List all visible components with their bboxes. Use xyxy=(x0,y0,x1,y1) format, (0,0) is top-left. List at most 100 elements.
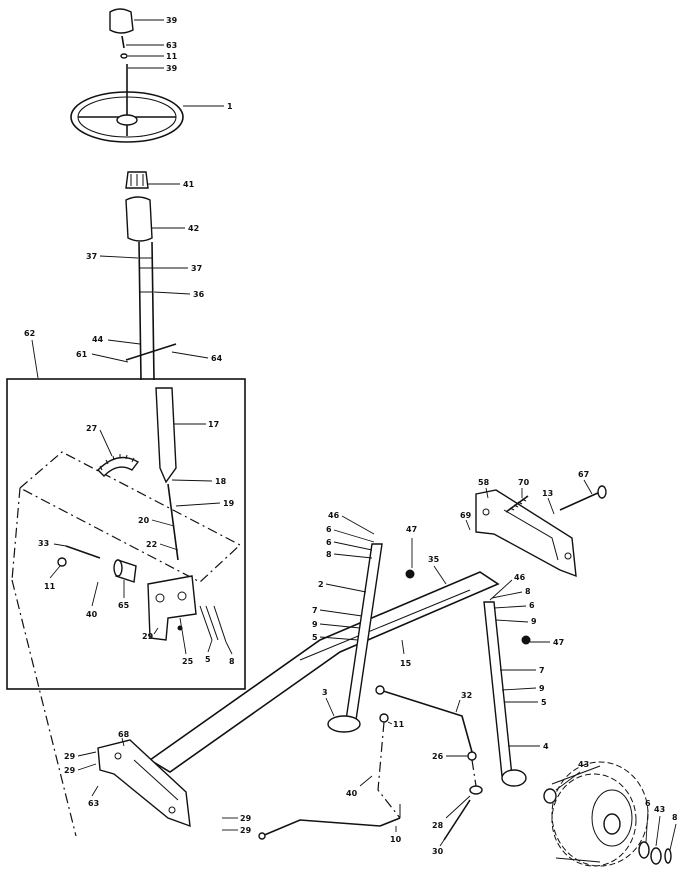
svg-text:9: 9 xyxy=(539,684,545,693)
tie-rod-10 xyxy=(258,713,401,840)
svg-text:43: 43 xyxy=(654,805,665,814)
callout-19: 19 xyxy=(175,499,235,508)
svg-text:43: 43 xyxy=(578,760,589,769)
svg-text:47: 47 xyxy=(406,525,417,534)
callout-9-right-b: 9 xyxy=(501,684,545,693)
wheel-washers xyxy=(543,788,672,865)
svg-text:11: 11 xyxy=(393,720,405,729)
svg-text:6: 6 xyxy=(326,538,332,547)
svg-text:68: 68 xyxy=(118,730,130,739)
callout-8-left: 8 xyxy=(326,550,373,559)
callout-18: 18 xyxy=(171,477,227,486)
svg-text:46: 46 xyxy=(514,573,526,582)
screw-63 xyxy=(121,35,125,49)
svg-text:29: 29 xyxy=(240,814,252,823)
callout-11-top: 11 xyxy=(128,52,178,61)
callout-17: 17 xyxy=(174,420,219,429)
svg-text:40: 40 xyxy=(86,610,98,619)
callout-40-inset: 40 xyxy=(86,581,99,619)
svg-text:3: 3 xyxy=(322,688,328,697)
svg-text:63: 63 xyxy=(88,799,99,808)
svg-text:30: 30 xyxy=(432,847,444,856)
steering-shaft xyxy=(125,241,177,381)
callout-26: 26 xyxy=(432,752,468,761)
callout-37-right: 37 xyxy=(153,264,202,273)
callout-29-left-a: 29 xyxy=(64,751,97,761)
steering-cap xyxy=(109,8,134,34)
svg-text:37: 37 xyxy=(86,252,97,261)
steering-adapter-41 xyxy=(125,171,149,189)
callout-8-right-a: 8 xyxy=(491,587,531,599)
svg-text:6: 6 xyxy=(645,799,651,808)
callout-9-right-a: 9 xyxy=(495,617,537,626)
leader-dash-inset xyxy=(11,579,77,837)
callout-39-top: 39 xyxy=(134,16,178,25)
callout-70: 70 xyxy=(518,478,530,498)
washer-11-top xyxy=(120,53,128,59)
callout-33: 33 xyxy=(38,539,67,548)
svg-text:36: 36 xyxy=(193,290,205,299)
pinion-shaft-17 xyxy=(155,387,179,561)
callout-37-left: 37 xyxy=(86,252,139,261)
svg-text:9: 9 xyxy=(312,620,318,629)
svg-text:7: 7 xyxy=(539,666,545,675)
callout-6-left-a: 6 xyxy=(326,525,375,543)
callout-43-top: 43 xyxy=(555,760,589,791)
callout-30: 30 xyxy=(432,839,445,856)
inset-frame xyxy=(6,378,246,690)
callout-7-right: 7 xyxy=(500,666,545,675)
svg-text:40: 40 xyxy=(346,789,358,798)
spindle-right xyxy=(483,601,531,787)
svg-text:26: 26 xyxy=(432,752,444,761)
callout-41: 41 xyxy=(148,180,195,189)
callout-5-inset: 5 xyxy=(205,639,213,664)
callout-3: 3 xyxy=(322,688,335,717)
svg-text:11: 11 xyxy=(44,582,56,591)
callout-8-inset: 8 xyxy=(225,641,235,666)
spacer-65 xyxy=(113,559,137,583)
svg-text:33: 33 xyxy=(38,539,49,548)
svg-text:2: 2 xyxy=(318,580,324,589)
svg-text:47: 47 xyxy=(553,638,564,647)
callout-6-left-b: 6 xyxy=(326,538,373,551)
callout-42: 42 xyxy=(152,224,199,233)
svg-text:8: 8 xyxy=(326,550,332,559)
callout-9-left: 9 xyxy=(312,620,361,629)
callout-29-right-a: 29 xyxy=(222,814,252,823)
svg-text:15: 15 xyxy=(400,659,412,668)
callout-8-wheel: 8 xyxy=(669,813,678,851)
svg-text:29: 29 xyxy=(142,632,154,641)
svg-text:11: 11 xyxy=(166,52,178,61)
svg-text:32: 32 xyxy=(461,691,472,700)
svg-text:65: 65 xyxy=(118,601,130,610)
svg-text:39: 39 xyxy=(166,16,178,25)
svg-text:61: 61 xyxy=(76,350,88,359)
svg-text:25: 25 xyxy=(182,657,194,666)
pivot-bolt-70 xyxy=(505,495,529,513)
callout-6-wheel: 6 xyxy=(645,799,651,843)
callout-32: 32 xyxy=(455,691,472,713)
svg-text:35: 35 xyxy=(428,555,440,564)
callout-7-left: 7 xyxy=(312,606,363,617)
svg-text:8: 8 xyxy=(672,813,678,822)
callout-61: 61 xyxy=(76,350,129,363)
front-wheel xyxy=(551,761,649,867)
svg-text:41: 41 xyxy=(183,180,195,189)
svg-text:44: 44 xyxy=(92,335,104,344)
svg-text:20: 20 xyxy=(138,516,150,525)
svg-text:8: 8 xyxy=(525,587,531,596)
svg-text:70: 70 xyxy=(518,478,530,487)
callout-11-inset: 11 xyxy=(44,565,61,591)
callout-5-left: 5 xyxy=(312,633,359,642)
svg-text:46: 46 xyxy=(328,511,340,520)
callout-58: 58 xyxy=(478,478,490,499)
callout-47-left: 47 xyxy=(406,525,417,568)
svg-text:37: 37 xyxy=(191,264,202,273)
callout-5-right: 5 xyxy=(504,698,547,707)
svg-text:5: 5 xyxy=(541,698,547,707)
callout-63-top: 63 xyxy=(126,41,177,50)
svg-text:29: 29 xyxy=(64,752,76,761)
callout-62: 62 xyxy=(24,329,39,379)
callout-69: 69 xyxy=(460,511,472,531)
